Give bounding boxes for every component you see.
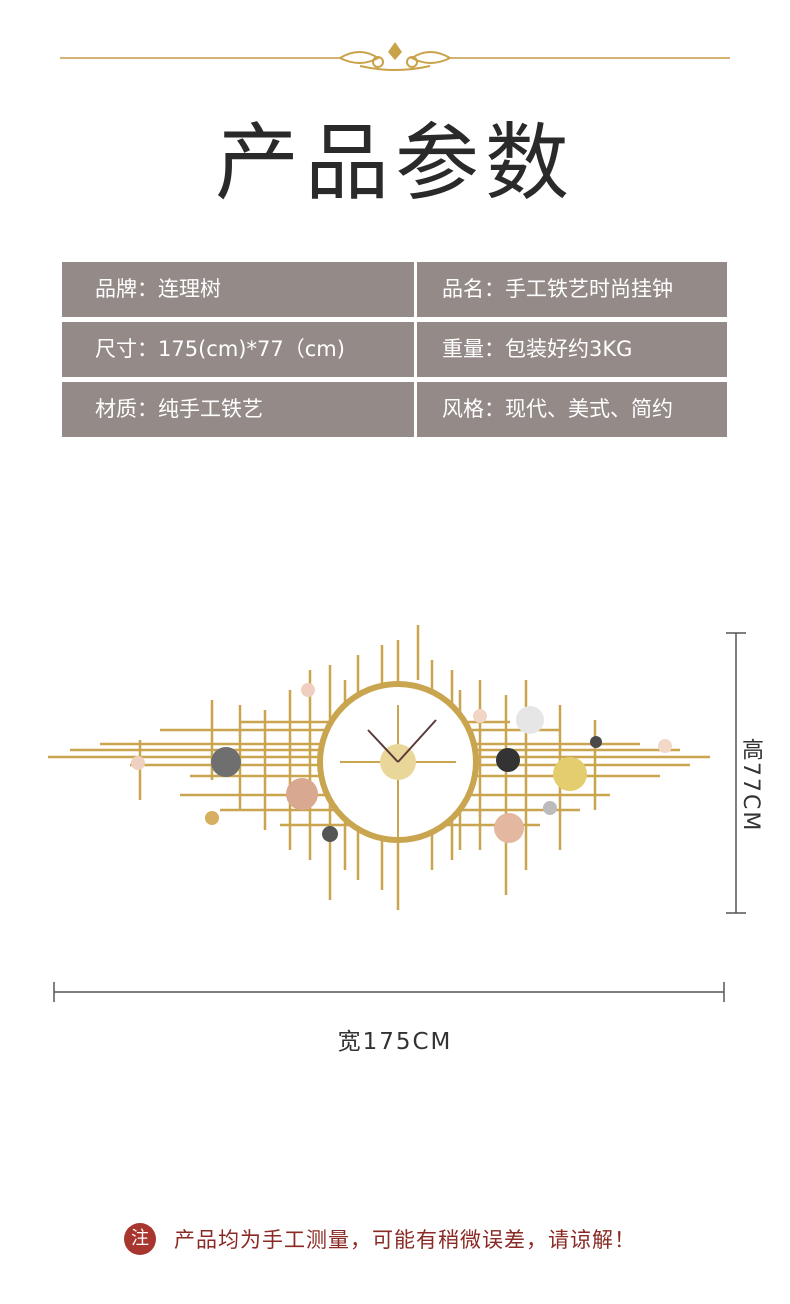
note-badge: 注 bbox=[124, 1223, 156, 1255]
spec-product-name: 品名：手工铁艺时尚挂钟 bbox=[417, 262, 727, 317]
spec-row: 品牌：连理树 品名：手工铁艺时尚挂钟 bbox=[62, 262, 727, 317]
width-label: 宽175CM bbox=[337, 1029, 453, 1055]
spec-style: 风格：现代、美式、简约 bbox=[417, 382, 727, 437]
spec-row: 材质：纯手工铁艺 风格：现代、美式、简约 bbox=[62, 382, 727, 437]
spec-brand: 品牌：连理树 bbox=[62, 262, 414, 317]
spec-weight: 重量：包装好约3KG bbox=[417, 322, 727, 377]
page-title: 产品参数 bbox=[214, 114, 575, 212]
spec-size: 尺寸：175(cm)*77（cm) bbox=[62, 322, 414, 377]
gold-flourish-divider-icon bbox=[60, 42, 730, 71]
width-dimension-line bbox=[53, 982, 725, 1002]
spec-row: 尺寸：175(cm)*77（cm) 重量：包装好约3KG bbox=[62, 322, 727, 377]
height-dimension-line bbox=[726, 632, 746, 914]
spec-material: 材质：纯手工铁艺 bbox=[62, 382, 414, 437]
spec-table: 品牌：连理树 品名：手工铁艺时尚挂钟 尺寸：175(cm)*77（cm) 重量：… bbox=[62, 262, 727, 442]
height-label: 高77CM bbox=[738, 738, 763, 833]
note-text: 产品均为手工测量，可能有稍微误差，请谅解！ bbox=[174, 1228, 636, 1252]
wall-clock-image bbox=[48, 625, 710, 910]
measurement-note: 注 产品均为手工测量，可能有稍微误差，请谅解！ bbox=[124, 1222, 636, 1256]
